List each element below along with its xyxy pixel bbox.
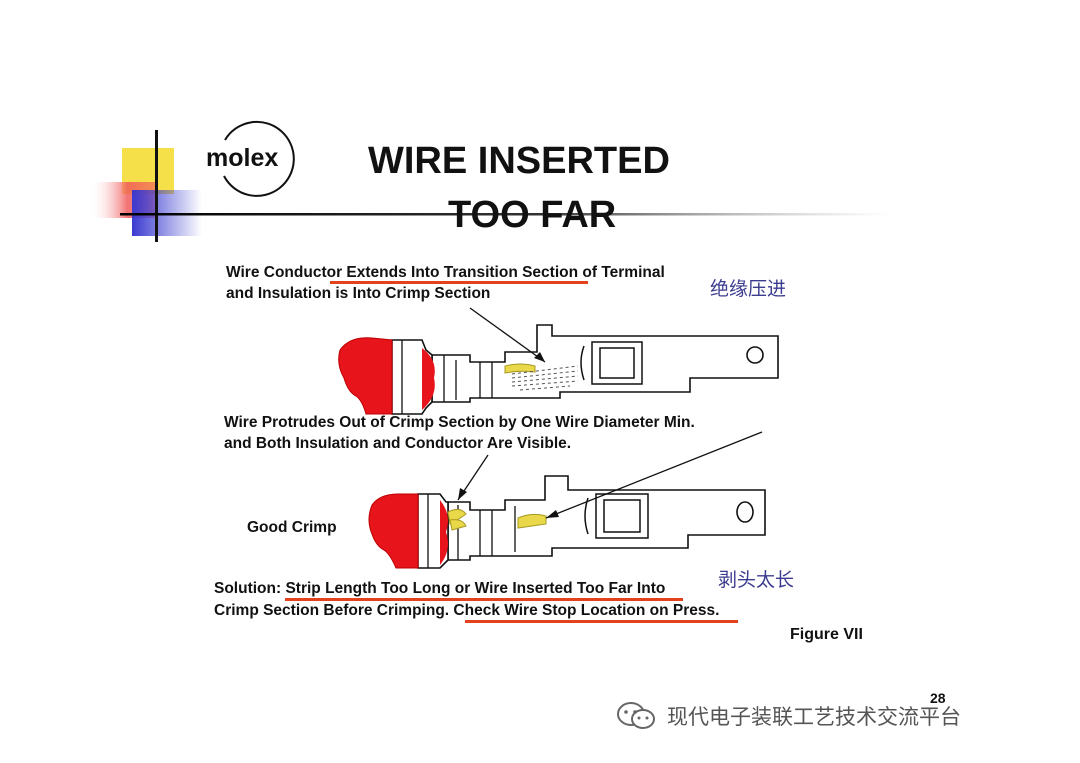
title-line-2: TOO FAR — [448, 194, 617, 236]
svg-text:molex: molex — [206, 144, 278, 172]
decor-horizontal-rule — [120, 213, 890, 216]
wire-insulation-bottom — [368, 493, 419, 569]
figure-label: Figure VII — [790, 626, 863, 643]
page-number: 28 — [930, 690, 946, 706]
chinese-note-bottom: 剥头太长 — [718, 569, 795, 591]
chat-bubble-icon — [617, 702, 655, 729]
title-line-1: WIRE INSERTED — [368, 140, 670, 182]
molex-logo: molex — [206, 120, 295, 197]
middle-annotation-line-1: Wire Protrudes Out of Crimp Section by O… — [224, 414, 695, 431]
terminal-diagram-bottom — [368, 431, 766, 569]
watermark: 现代电子装联工艺技术交流平台 — [615, 696, 1060, 736]
top-annotation-line-2: and Insulation is Into Crimp Section — [226, 285, 491, 302]
pointer-arrow-top — [469, 307, 546, 363]
wire-insulation-top — [338, 337, 393, 415]
good-crimp-label: Good Crimp — [247, 519, 337, 536]
solution-underline-2 — [465, 620, 738, 623]
conductor-top — [504, 363, 536, 374]
watermark-text: 现代电子装联工艺技术交流平台 — [667, 705, 961, 729]
top-annotation-line-1: Wire Conductor Extends Into Transition S… — [226, 264, 665, 281]
chinese-note-top: 绝缘压进 — [710, 278, 787, 300]
conductor-bottom-front — [517, 513, 547, 529]
pointer-arrow-right — [545, 431, 763, 519]
solution-line-1: Solution: Strip Length Too Long or Wire … — [214, 580, 666, 597]
middle-annotation-line-2: and Both Insulation and Conductor Are Vi… — [224, 435, 572, 452]
solution-line-2: Crimp Section Before Crimping. Check Wir… — [214, 602, 720, 619]
solution-underline-1 — [285, 598, 683, 601]
top-annotation-underline — [330, 281, 588, 284]
terminal-diagram-top — [338, 307, 779, 415]
